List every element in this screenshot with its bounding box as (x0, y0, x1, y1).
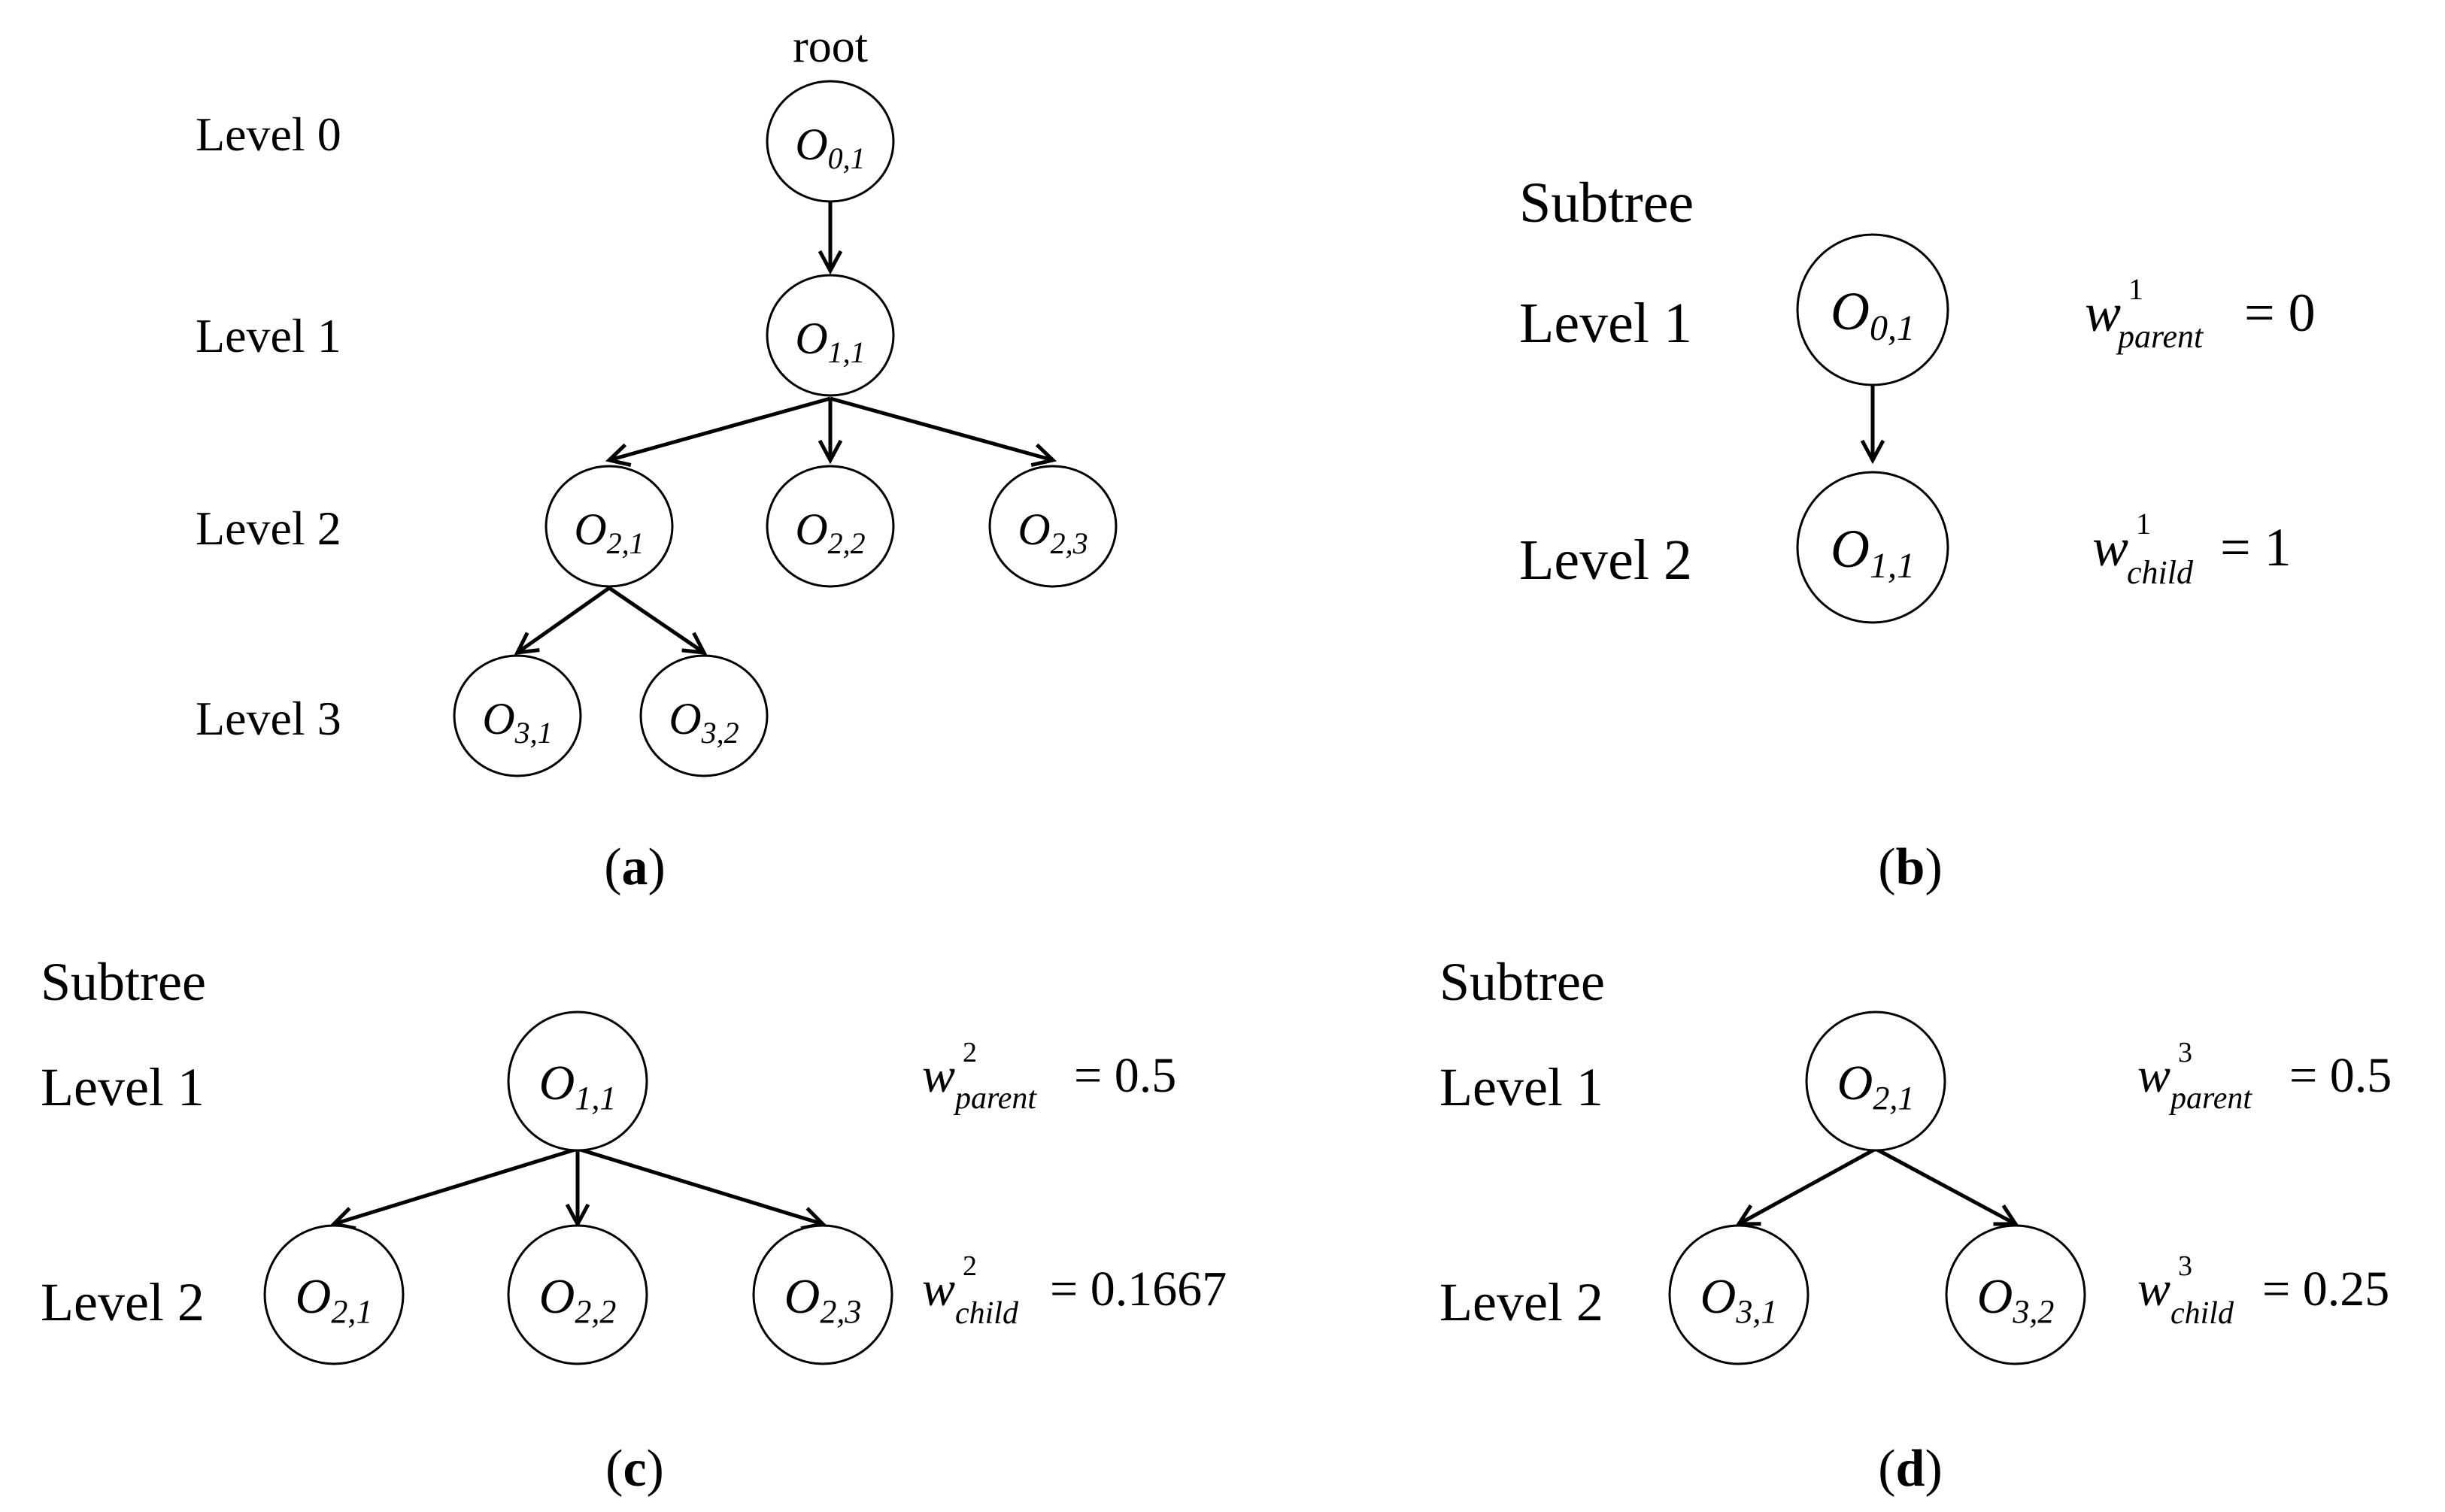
svg-text:parent: parent (2116, 318, 2204, 355)
svg-text:O2,2: O2,2 (795, 505, 865, 560)
svg-text:O2,3: O2,3 (784, 1269, 862, 1330)
subtree-title-c: Subtree (41, 952, 206, 1012)
panel-a-edges (514, 201, 1057, 656)
svg-text:2: 2 (963, 1250, 977, 1282)
weight-child-d: w 3 child = 0.25 (2137, 1250, 2389, 1331)
caption-b: (b) (1878, 838, 1943, 896)
svg-text:parent: parent (953, 1081, 1037, 1116)
svg-text:3: 3 (2178, 1037, 2192, 1068)
svg-text:child: child (2127, 554, 2194, 591)
svg-text:child: child (955, 1296, 1019, 1331)
node-c-o11: O1,1 (507, 1011, 648, 1152)
svg-text:O1,1: O1,1 (1831, 519, 1915, 586)
weight-child-b: w 1 child = 1 (2092, 507, 2292, 591)
level-2-label-d: Level 2 (1439, 1272, 1603, 1332)
svg-text:w: w (2092, 517, 2128, 577)
svg-text:w: w (922, 1262, 955, 1317)
level-1-label-b: Level 1 (1519, 292, 1692, 355)
level-3-label: Level 3 (196, 692, 341, 745)
svg-text:O2,1: O2,1 (296, 1269, 373, 1330)
weight-parent-c: w 2 parent = 0.5 (922, 1037, 1176, 1116)
svg-text:w: w (2137, 1048, 2170, 1103)
panel-d-edges (1735, 1147, 2019, 1226)
level-1-label-c: Level 1 (41, 1057, 205, 1117)
svg-text:child: child (2170, 1296, 2234, 1331)
panel-a: root Level 0 Level 1 Level 2 Level 3 O0,… (196, 21, 1118, 896)
edge-d-o21-o31 (1735, 1147, 1877, 1226)
node-o01: O0,1 (766, 80, 895, 203)
panel-c: Subtree Level 1 Level 2 O1,1 O2,1 O2,2 O… (41, 952, 1227, 1498)
caption-a: (a) (604, 838, 666, 896)
level-2-label-c: Level 2 (41, 1272, 205, 1332)
svg-text:O1,1: O1,1 (539, 1056, 617, 1117)
svg-text:O3,2: O3,2 (669, 694, 739, 750)
node-c-o21: O2,1 (263, 1224, 405, 1365)
level-1-label-d: Level 1 (1439, 1057, 1603, 1117)
svg-text:O2,2: O2,2 (539, 1269, 617, 1330)
svg-text:1: 1 (2128, 272, 2143, 306)
node-o22: O2,2 (766, 465, 895, 588)
node-d-o32: O3,2 (1945, 1224, 2086, 1365)
node-b-o01: O0,1 (1796, 233, 1949, 386)
level-2-label: Level 2 (196, 501, 341, 555)
node-c-o23: O2,3 (752, 1224, 893, 1365)
edge-d-o21-o32 (1874, 1147, 2019, 1226)
svg-text:O2,1: O2,1 (1837, 1056, 1915, 1117)
svg-text:2: 2 (963, 1037, 977, 1068)
node-d-o31: O3,1 (1668, 1224, 1809, 1365)
node-o23: O2,3 (988, 465, 1118, 588)
edge-c-o11-o23 (577, 1147, 827, 1231)
node-c-o22: O2,2 (507, 1224, 648, 1365)
caption-d: (d) (1878, 1440, 1943, 1498)
panel-d: Subtree Level 1 Level 2 O2,1 O3,1 O3,2 w… (1439, 952, 2392, 1498)
node-o32: O3,2 (639, 654, 769, 777)
svg-text:O0,1: O0,1 (1831, 281, 1915, 348)
svg-text:O1,1: O1,1 (795, 314, 865, 369)
weight-parent-b: w 1 parent = 0 (2085, 272, 2316, 355)
panel-b: Subtree Level 1 Level 2 O0,1 O1,1 w 1 pa… (1519, 171, 2316, 896)
svg-text:w: w (2085, 283, 2121, 343)
svg-text:3: 3 (2178, 1250, 2192, 1282)
edge-o11-o21 (605, 396, 831, 467)
svg-text:= 0.5: = 0.5 (2289, 1048, 2392, 1103)
svg-text:= 0.1667: = 0.1667 (1050, 1262, 1227, 1317)
svg-text:= 0.5: = 0.5 (1074, 1048, 1176, 1103)
node-o11: O1,1 (766, 274, 895, 397)
subtree-title-d: Subtree (1439, 952, 1605, 1012)
weight-child-c: w 2 child = 0.1667 (922, 1250, 1227, 1331)
svg-text:= 1: = 1 (2220, 517, 2292, 577)
svg-text:O0,1: O0,1 (795, 120, 865, 175)
svg-text:w: w (2137, 1262, 2170, 1317)
level-1-label: Level 1 (196, 309, 341, 362)
edge-o11-o23 (830, 396, 1057, 467)
edge-c-o11-o21 (329, 1147, 578, 1231)
level-0-label: Level 0 (196, 108, 341, 161)
panel-c-edges (329, 1147, 827, 1231)
svg-text:O3,2: O3,2 (1977, 1269, 2055, 1330)
weight-parent-d: w 3 parent = 0.5 (2137, 1037, 2392, 1116)
root-label: root (793, 21, 868, 72)
node-d-o21: O2,1 (1805, 1011, 1946, 1152)
level-2-label-b: Level 2 (1519, 529, 1692, 592)
svg-text:1: 1 (2136, 507, 2151, 541)
svg-text:= 0.25: = 0.25 (2262, 1262, 2389, 1317)
svg-text:parent: parent (2168, 1081, 2252, 1116)
svg-text:O3,1: O3,1 (482, 694, 552, 750)
subtree-title-b: Subtree (1519, 171, 1694, 235)
node-b-o11: O1,1 (1796, 471, 1949, 624)
svg-text:O2,3: O2,3 (1018, 505, 1088, 560)
svg-text:O2,1: O2,1 (574, 505, 644, 560)
caption-c: (c) (605, 1440, 664, 1498)
node-o21: O2,1 (545, 465, 674, 588)
edge-o21-o31 (514, 586, 611, 656)
node-o31: O3,1 (453, 654, 582, 777)
svg-text:= 0: = 0 (2244, 283, 2316, 343)
svg-text:O3,1: O3,1 (1700, 1269, 1778, 1330)
svg-text:w: w (922, 1048, 955, 1103)
edge-o21-o32 (608, 586, 708, 655)
